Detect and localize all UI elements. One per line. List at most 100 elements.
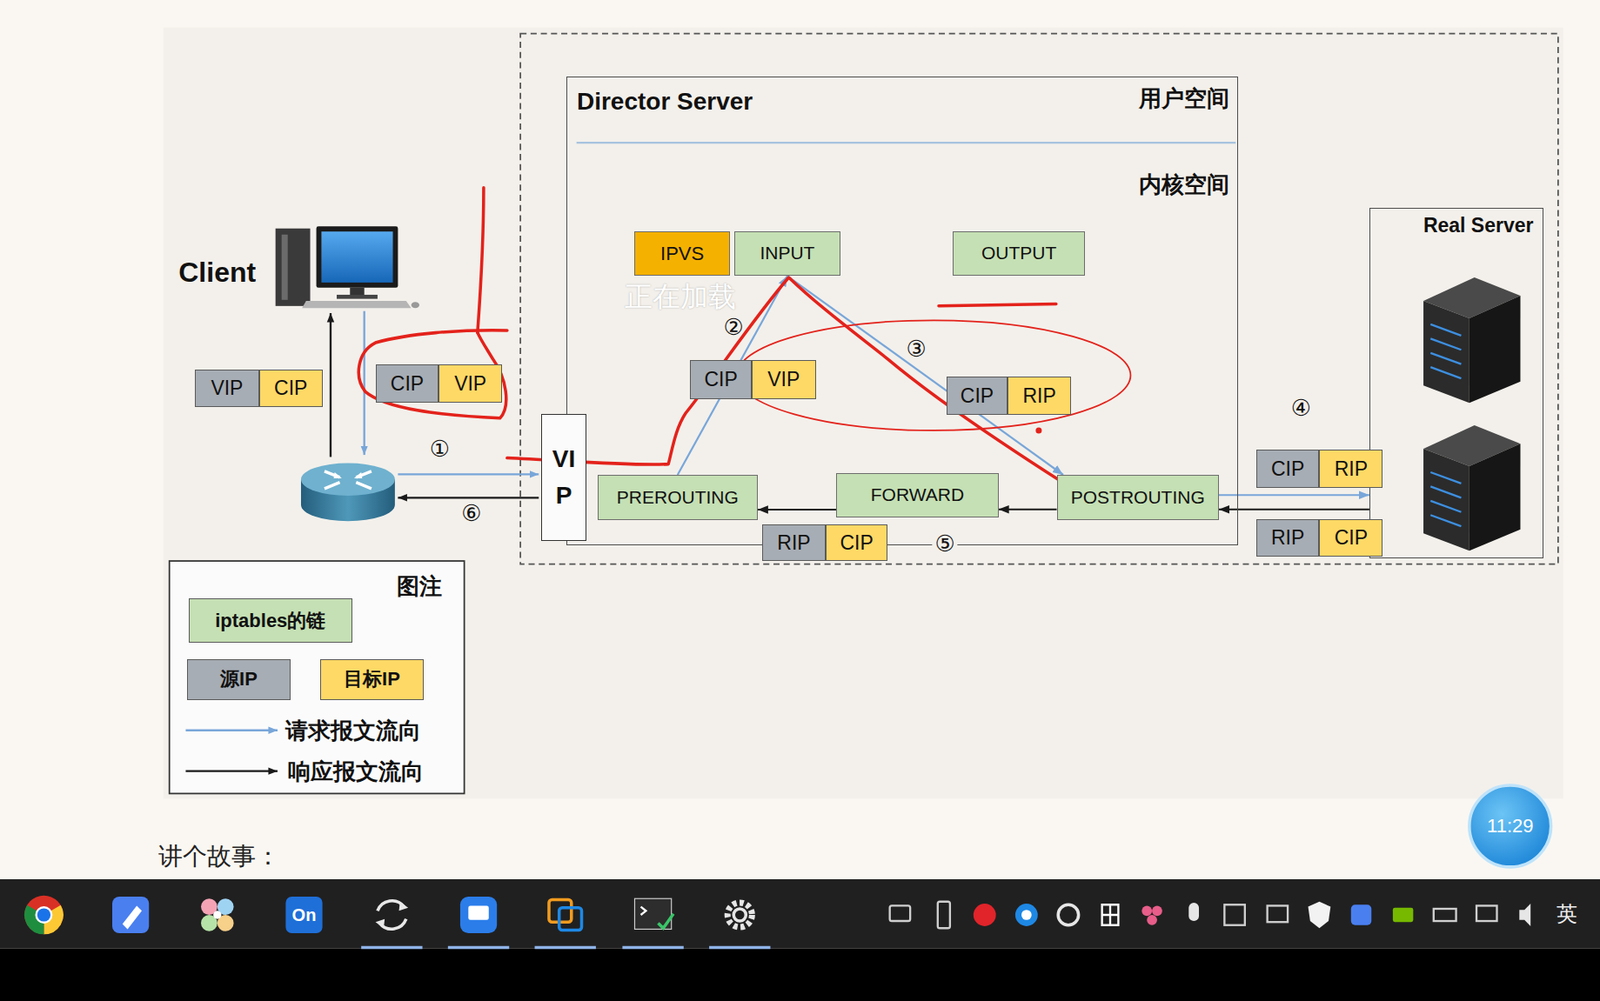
node-text: Real Server [1423, 214, 1534, 237]
red-annotation [938, 303, 1057, 306]
taskbar [1146, 915, 1158, 926]
computer-icon [275, 228, 311, 307]
note-text: 讲个故事： [158, 843, 281, 871]
router-icon [354, 472, 362, 479]
taskbar [890, 905, 911, 922]
taskbar [399, 902, 409, 912]
diagram-panel [163, 27, 1564, 800]
callout-number: ⑥ [461, 501, 482, 527]
node-text: CIP [1271, 457, 1305, 481]
target-ip-cell: VIP [438, 364, 503, 404]
target-ip-cell: CIP [825, 524, 889, 562]
flow-arrow [397, 496, 539, 499]
callout-number: ⑤ [931, 531, 958, 557]
server-icon [1469, 295, 1521, 403]
taskbar [973, 903, 997, 927]
target-ip-cell: CIP [259, 369, 323, 408]
computer-icon [301, 301, 411, 308]
node-text: IPVS [660, 242, 704, 265]
clock-badge [1469, 785, 1552, 868]
source-ip-cell: CIP [689, 360, 751, 401]
red-annotation [358, 330, 508, 419]
taskbar [559, 908, 583, 931]
legend-text: 目标IP [343, 666, 401, 693]
legend-title: 图注 [396, 574, 442, 600]
taskbar [1102, 904, 1119, 925]
taskbar [0, 949, 1600, 1001]
node-text: FORWARD [870, 484, 965, 506]
legend-text: iptables的链 [214, 608, 326, 635]
flow-arrow [329, 313, 332, 457]
chain-box: FORWARD [836, 473, 998, 519]
taskbar [937, 902, 951, 929]
flow-arrow [363, 311, 366, 456]
taskbar [1392, 908, 1413, 923]
legend-entry: 请求报文流向 [285, 715, 422, 746]
computer-icon [411, 301, 420, 308]
taskbar [0, 879, 1600, 1001]
taskbar [1015, 903, 1038, 927]
server-icon [1430, 472, 1461, 527]
dashed-cluster [520, 33, 1559, 565]
node-text: RIP [1022, 384, 1056, 408]
computer-icon [336, 294, 378, 300]
target-ip-cell: RIP [1007, 376, 1072, 415]
source-ip-cell: CIP [946, 376, 1008, 415]
node-text: VIP [454, 372, 487, 395]
computer-icon [316, 226, 399, 288]
node-text: CIP [274, 376, 308, 400]
server-icon [1469, 443, 1521, 551]
server-icon [1423, 277, 1520, 551]
chain-box: OUTPUT [952, 231, 1085, 277]
taskbar [468, 905, 489, 920]
callout-number: ④ [1291, 395, 1312, 422]
red-annotation [1037, 428, 1041, 433]
legend-text: 请求报文流向 [285, 716, 422, 744]
taskbar [1057, 904, 1078, 925]
node-text: CIP [839, 531, 873, 555]
clock-badge [1469, 785, 1552, 868]
taskbar [657, 914, 674, 929]
taskbar [1519, 903, 1531, 927]
module-box: IPVS [634, 231, 730, 277]
flow-arrow [1218, 494, 1370, 496]
chain-box: POSTROUTING [1057, 475, 1219, 521]
node-text: INPUT [759, 242, 815, 264]
taskbar [1151, 905, 1163, 917]
red-annotation [358, 187, 1131, 483]
server-icon [1423, 448, 1470, 551]
taskbar [1224, 904, 1245, 925]
app-icon-text: On [292, 905, 317, 925]
target-ip-cell: CIP [1318, 519, 1383, 557]
legend-text: 源IP [220, 666, 258, 693]
node-text: 用户空间 [1138, 86, 1230, 113]
legend-swatch: iptables的链 [188, 598, 353, 643]
flow-arrow [998, 508, 1058, 511]
source-ip-cell: VIP [194, 369, 260, 408]
chain-box: PREROUTING [597, 475, 758, 521]
node-text: RIP [1271, 526, 1305, 549]
router-icon [324, 471, 372, 489]
taskbar [375, 919, 386, 930]
backdrop-art [0, 27, 1600, 1001]
callout-number: ① [429, 436, 450, 462]
node-text: VIP [767, 368, 800, 391]
target-ip-cell: RIP [1318, 449, 1383, 488]
taskbar [1267, 905, 1288, 923]
computer-icon [349, 287, 364, 296]
vip-interface-box: VIP [541, 414, 588, 541]
source-ip-cell: CIP [375, 364, 440, 404]
callout-number: ③ [906, 336, 927, 362]
node-text: PREROUTING [616, 487, 739, 509]
server-icon [1423, 301, 1470, 403]
source-ip-cell: RIP [762, 524, 826, 562]
red-annotation [507, 277, 1062, 483]
legend-frame [169, 561, 465, 794]
node-text: CIP [390, 372, 424, 395]
red-annotation [477, 187, 484, 334]
taskbar [1141, 905, 1152, 917]
node-text: CIP [1334, 526, 1368, 549]
flow-arrow [330, 311, 539, 499]
node-text: OUTPUT [981, 242, 1057, 264]
callout-number: ② [723, 314, 744, 341]
